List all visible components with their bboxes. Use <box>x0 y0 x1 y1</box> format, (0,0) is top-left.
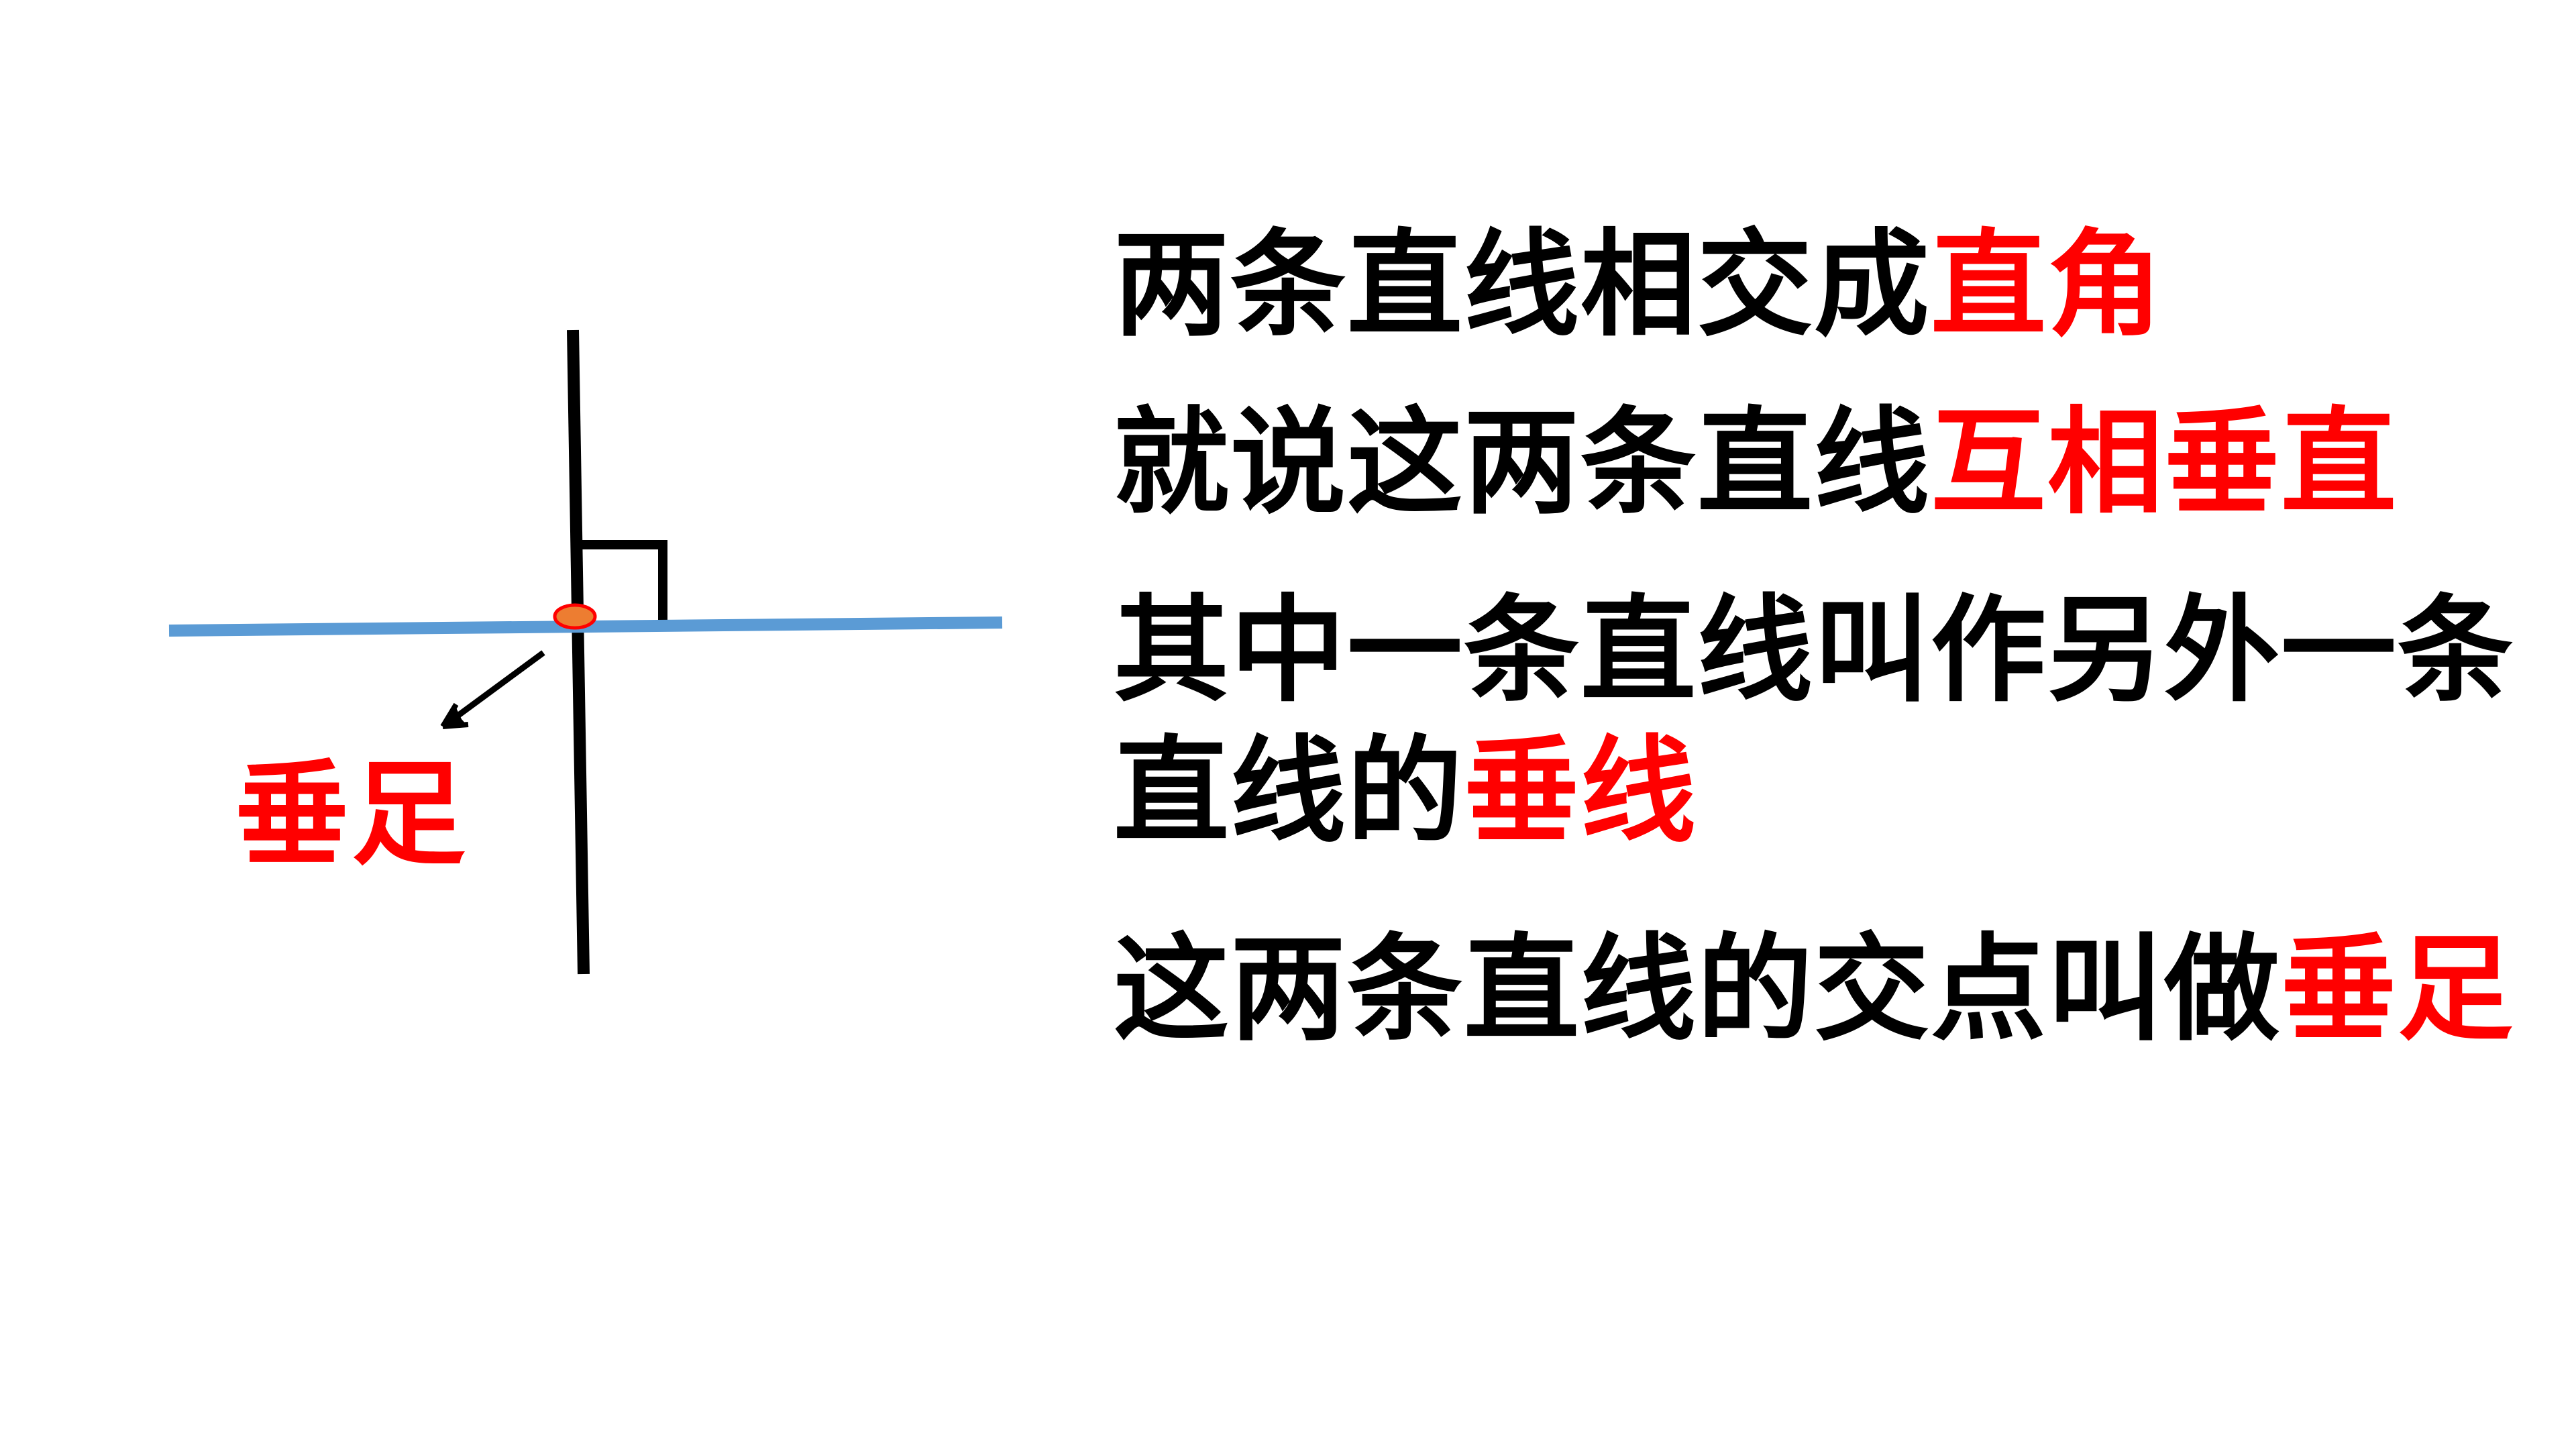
plain-text: 直线的 <box>1114 724 1464 859</box>
plain-text: 两条直线相交成 <box>1114 217 1931 352</box>
plain-text: 其中一条直线叫作另外一条 <box>1114 583 2514 718</box>
right-angle-marker <box>578 540 667 624</box>
plain-text: 这两条直线的交点叫做 <box>1114 922 2281 1057</box>
arrow-head-icon <box>440 702 469 729</box>
highlight-text: 互相垂直 <box>1931 395 2398 530</box>
highlight-text: 直角 <box>1931 217 2164 352</box>
plain-text: 就说这两条直线 <box>1114 395 1931 530</box>
foot-label: 垂足 <box>235 749 469 881</box>
definition-line-5: 这两条直线的交点叫做垂足 <box>1114 922 2514 1057</box>
arrow-line <box>447 650 545 724</box>
highlight-text: 垂线 <box>1464 724 1697 859</box>
foot-point <box>553 603 597 630</box>
definition-line-1: 两条直线相交成直角 <box>1114 218 2164 352</box>
highlight-text: 垂足 <box>2281 922 2514 1057</box>
definition-line-2: 就说这两条直线互相垂直 <box>1114 396 2398 530</box>
vertical-line <box>567 329 590 975</box>
definition-line-3: 其中一条直线叫作另外一条 <box>1114 584 2514 718</box>
definition-line-4: 直线的垂线 <box>1114 724 1697 859</box>
